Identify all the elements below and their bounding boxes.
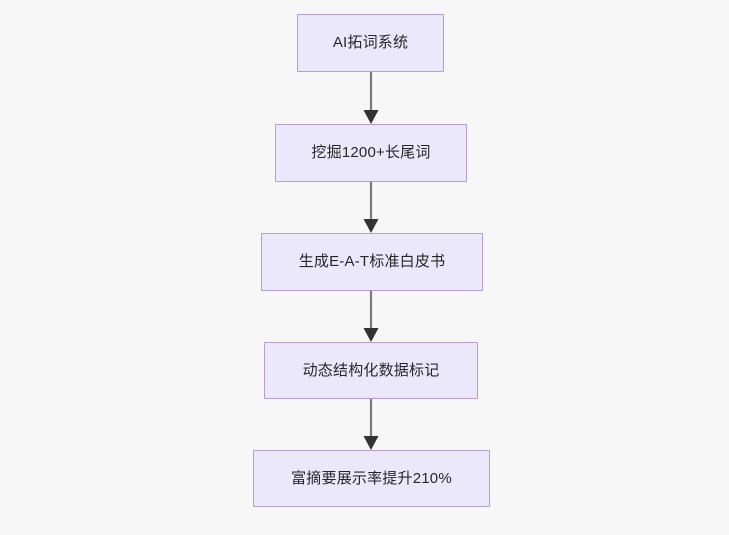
flow-node-generate-eat-whitepaper[interactable]: 生成E-A-T标准白皮书 (261, 233, 483, 291)
flow-node-label: 挖掘1200+长尾词 (311, 144, 431, 161)
edge-connector-1 (353, 72, 389, 124)
flow-node-rich-snippet-uplift[interactable]: 富摘要展示率提升210% (253, 450, 490, 507)
edge-arrowhead-4 (363, 436, 379, 450)
edge-connector-3 (353, 291, 389, 342)
flow-node-ai-keyword-system[interactable]: AI拓词系统 (297, 14, 444, 72)
edge-connector-2 (353, 182, 389, 233)
flow-node-dynamic-structured-data[interactable]: 动态结构化数据标记 (264, 342, 478, 399)
flow-node-label: 生成E-A-T标准白皮书 (298, 253, 446, 270)
edge-arrowhead-3 (363, 328, 379, 342)
edge-arrowhead-2 (363, 219, 379, 233)
flow-node-label: 动态结构化数据标记 (302, 361, 440, 379)
edge-connector-4 (353, 399, 389, 450)
flow-node-mine-longtail-keywords[interactable]: 挖掘1200+长尾词 (275, 124, 467, 182)
flow-node-label: AI拓词系统 (332, 34, 409, 51)
flow-node-label: 富摘要展示率提升210% (291, 469, 452, 487)
edge-arrowhead-1 (363, 110, 379, 124)
